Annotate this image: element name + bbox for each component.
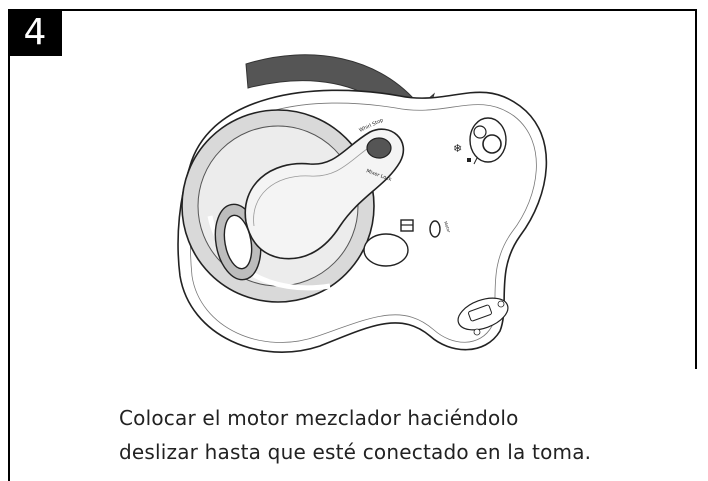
indicator-square-icon [467,158,471,162]
release-button [429,220,441,238]
mixer-head [244,128,405,260]
timer-display [468,304,492,322]
instruction-caption: Colocar el motor mezclador haciéndolo de… [119,401,679,469]
button-side-label: Motor [443,221,452,234]
freeze-icon: ❄ [453,142,462,155]
power-outlet [363,233,409,267]
appliance-illustration: Whirl Stop Mixer Lock Motor ❄ [177,54,548,353]
indicator-slash-icon [473,157,478,165]
caption-line-2: deslizar hasta que esté conectado en la … [119,440,592,464]
step-number-badge: 4 [8,9,62,56]
speed-knob [366,137,392,159]
frame-top-border [8,9,697,11]
caption-line-1: Colocar el motor mezclador haciéndolo [119,406,519,430]
frame-right-border [695,9,697,369]
timer-button [473,328,481,336]
timer-button [497,300,505,308]
frame-left-border [8,9,10,481]
